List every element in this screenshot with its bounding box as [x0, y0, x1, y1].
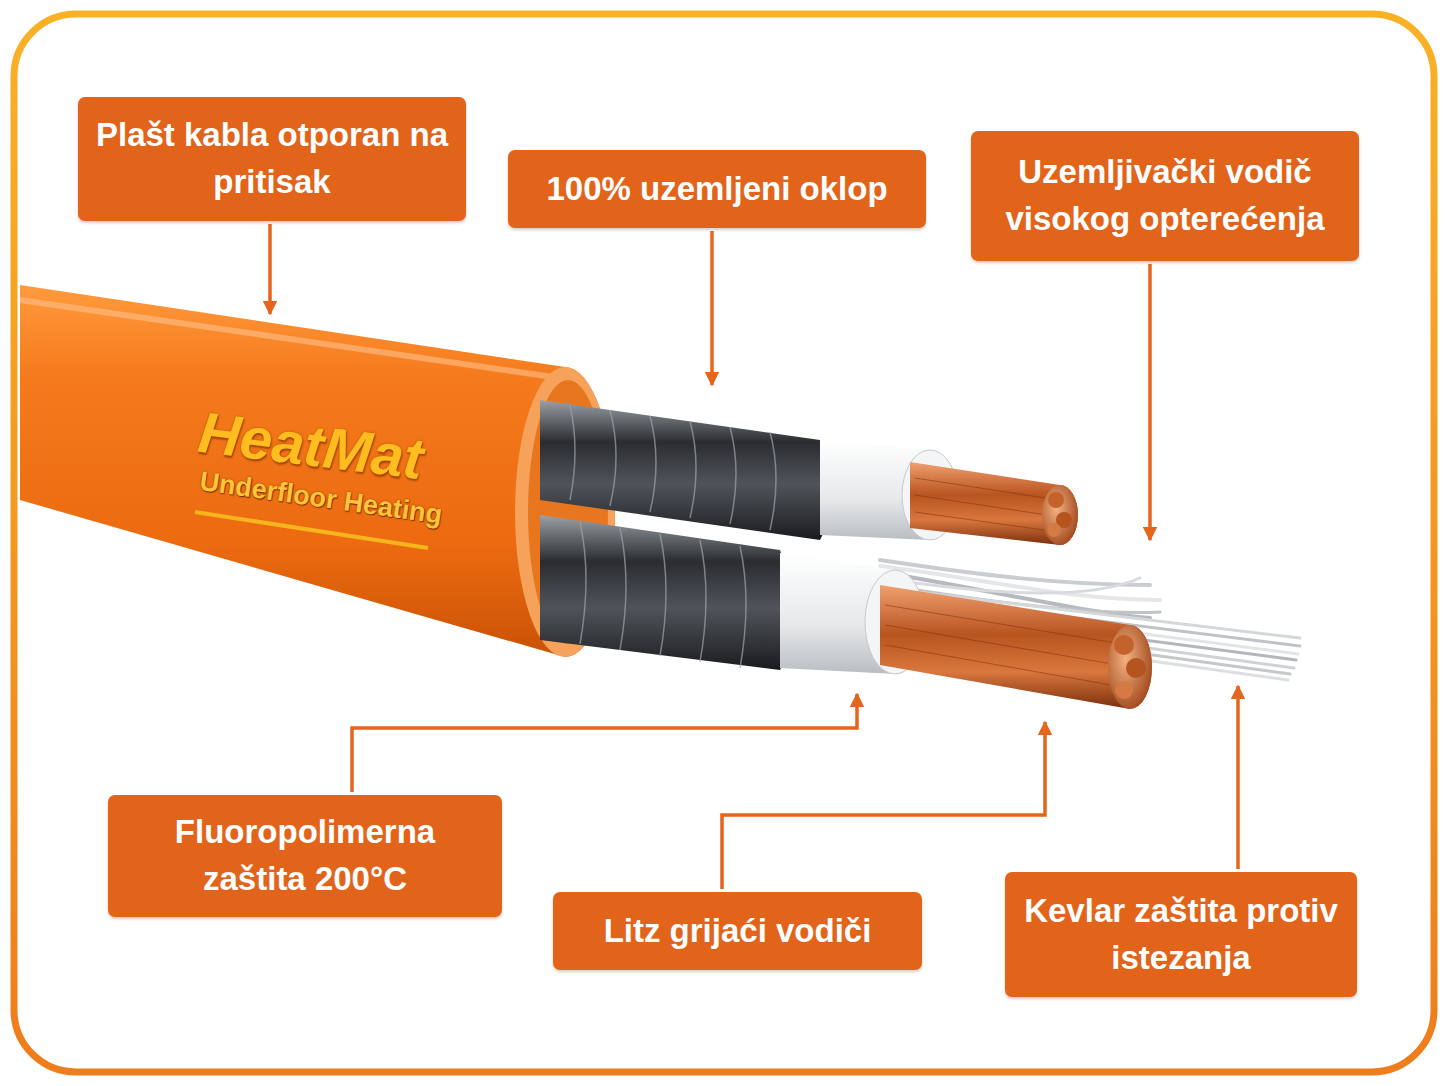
cable-part — [915, 512, 1058, 532]
cable-part — [580, 522, 746, 668]
cable-part — [1126, 658, 1146, 678]
leader-line — [1148, 264, 1152, 540]
copper-conductor — [880, 585, 1152, 709]
cable — [20, 285, 1300, 709]
callout-text: Kevlar zaštita protiv istezanja — [1019, 888, 1343, 982]
cable-part — [610, 410, 616, 506]
shield — [540, 400, 830, 540]
leader-line — [1236, 686, 1240, 869]
callout-text: 100% uzemljeni oklop — [522, 166, 912, 213]
cable-part — [570, 405, 575, 500]
cable-part — [1048, 492, 1064, 508]
leader-lines — [270, 224, 1238, 889]
leader-line — [710, 231, 714, 385]
cable-part — [1042, 485, 1078, 545]
leader-line — [268, 224, 272, 314]
callout-text: Litz grijaći vodiči — [567, 908, 908, 955]
shield — [540, 515, 790, 670]
callout-text: Fluoropolimerna zaštita 200°C — [122, 809, 488, 903]
cable-part — [915, 495, 1060, 517]
cable-part — [885, 605, 1128, 645]
cable-part — [660, 534, 666, 656]
cable-part — [580, 522, 586, 644]
frame — [14, 14, 1434, 1072]
cable-part — [885, 625, 1130, 667]
callout-text: Uzemljivački vodič visokog opterećenja — [985, 149, 1345, 243]
cable-part — [1047, 523, 1061, 537]
cable-part — [770, 432, 776, 530]
callout-text: Plašt kabla otporan na pritisak — [92, 112, 452, 206]
copper-conductor — [910, 462, 1078, 545]
callout-box: Fluoropolimerna zaštita 200°C — [108, 795, 502, 917]
callout-box: 100% uzemljeni oklop — [508, 150, 926, 228]
callout-box: Kevlar zaštita protiv istezanja — [1005, 872, 1357, 997]
callout-box: Litz grijaći vodiči — [553, 892, 922, 970]
cable-part — [915, 478, 1060, 532]
cable-part — [700, 540, 706, 662]
cable-part — [20, 300, 560, 378]
cable-part — [1114, 635, 1134, 655]
callout-box: Uzemljivački vodič visokog opterećenja — [971, 131, 1359, 261]
callout-box: Plašt kabla otporan na pritisak — [78, 97, 466, 221]
cable-part — [690, 421, 696, 518]
leader-line — [352, 694, 857, 792]
cable-jacket — [20, 285, 615, 657]
cable-part — [570, 405, 776, 530]
cable-part — [1115, 681, 1133, 699]
cable-part — [740, 546, 746, 668]
cable-part — [620, 528, 626, 650]
cable-part — [885, 645, 1128, 688]
cable-part — [730, 427, 736, 524]
cable-part — [650, 416, 656, 512]
leader-line — [722, 722, 1045, 889]
cable-part — [915, 478, 1058, 500]
cable-part — [885, 605, 1130, 688]
cable-part — [1108, 625, 1152, 709]
